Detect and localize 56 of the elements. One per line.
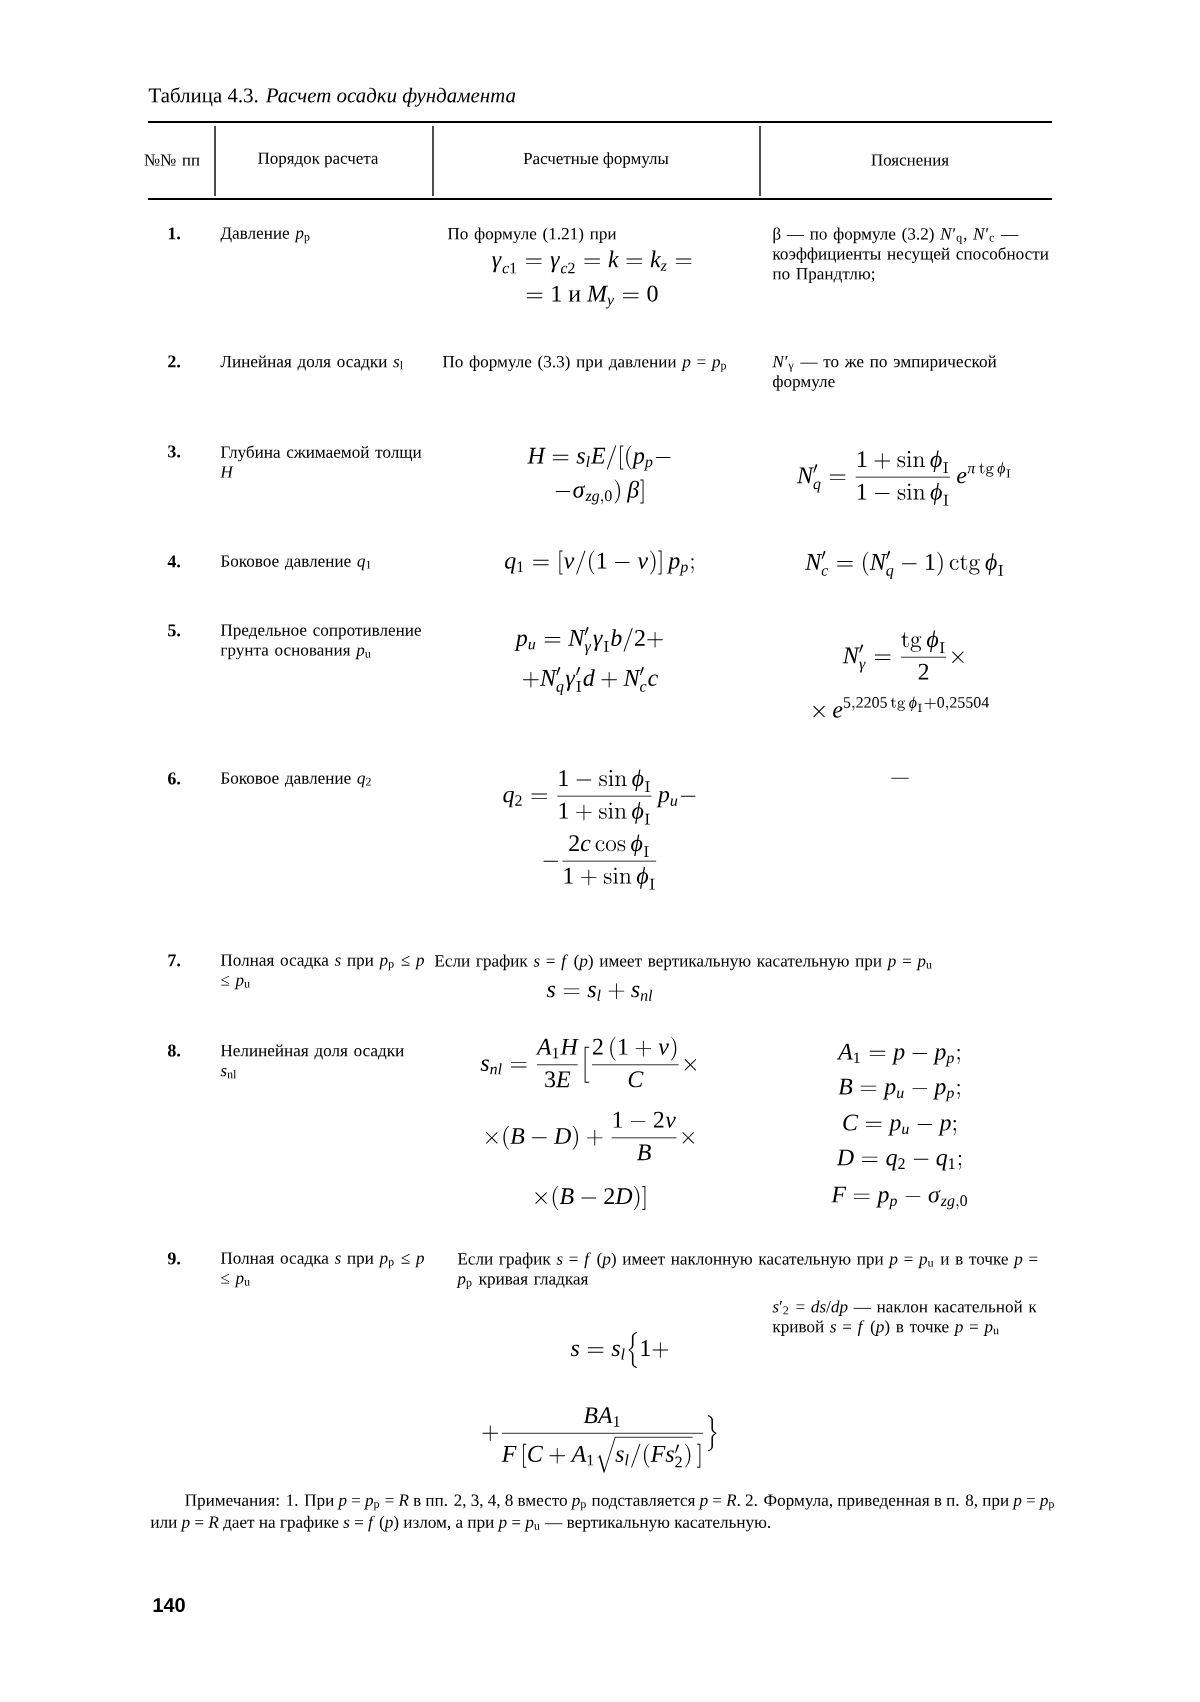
- cell-text: Боковое давление q$_{2}$: [220, 772, 371, 788]
- row-number: 4.: [167, 555, 181, 568]
- cell-text: Линейная доля осадки s$_{l}$: [220, 355, 403, 371]
- formula: $\gamma_{c1}=\gamma_{c2}=k=k_z=$: [492, 250, 692, 274]
- formula: $\times\, e^{5{,}2205\,\mathrm{tg}\,\varphi_{\rm I}+0{,}25504}$: [813, 696, 989, 718]
- page-number: 140: [153, 1597, 185, 1613]
- cell-text: Полная осадка s при p$_{p}$ ≤ p ≤ p$_{u}$: [220, 1252, 424, 1288]
- cell-text: Давление p$_{p}$: [220, 227, 310, 244]
- column-header: Порядок расчета: [258, 152, 379, 168]
- formula: $H=s_lE/[(p_p-$: [527, 445, 671, 471]
- cell-text: Предельное сопротивление грунта основания p$_{u}$: [220, 624, 421, 660]
- cell-text: N′$_{γ}$ — то же по эмпирической формуле: [772, 355, 997, 391]
- cell-text: По формуле (3.3) при давлении p = p$_{p}$: [442, 355, 727, 372]
- formula: $-\sigma_{zg,0})\,\beta]$: [555, 479, 644, 505]
- note-text: Примечания: 1. При p = p$_{p}$ = R в пп. 2, 3, 4, 8 вместо p$_{p}$ подставляется p = R. 2. Формула, приведенная в п. 8, при p = p$_{p}$ или p = R дает на графике s = f (p) излом, а при p = p$_{u}$ — вертикальную касательную.: [150, 1494, 1054, 1532]
- row-number: 9.: [167, 1252, 181, 1265]
- formula: $q_2=\frac{1-\sin\varphi_{\rm I}}{1+\sin\varphi_{\rm I}}\,p_u-$: [503, 769, 696, 825]
- cell-text: Боковое давление q$_{1}$: [220, 555, 371, 571]
- formula: $\times(B-D)+\frac{1-2\nu}{B}\times$: [486, 1111, 694, 1161]
- formula: $N'_c=(N'_q-1)\,\mathrm{ctg}\,\varphi_{\rm I}$: [805, 550, 1004, 580]
- row-number: 6.: [168, 772, 181, 785]
- table-title: Таблица 4.3. Расчет осадки фундамента: [148, 87, 516, 107]
- formula: $-\frac{2c\cos\varphi_{\rm I}}{1+\sin\varphi_{\rm I}}$: [543, 834, 657, 890]
- formula: $N'_q=\frac{1+\sin\varphi_{\rm I}}{1-\sin\varphi_{\rm I}}\,e^{\pi\,\mathrm{tg}\,\varphi_{\rm I}}$: [796, 450, 1011, 506]
- row-number: 7.: [168, 954, 181, 967]
- cell-text: Полная осадка s при p$_{p}$ ≤ p ≤ p$_{u}$: [220, 954, 424, 990]
- formula: $\times(B-2D)]$: [535, 1186, 646, 1210]
- cell-text: s′$_{2}$ = ds/dp — наклон касательной к кривой s = f (p) в точке p = p$_{u}$: [772, 1300, 1037, 1336]
- formula: $+\frac{BA_1}{F\,[C+A_1\sqrt{s_l/(Fs'_2)}\,]}\Bigr\}$: [482, 1407, 717, 1473]
- column-header: №№ пп: [144, 154, 200, 166]
- row-number: 3.: [168, 445, 181, 458]
- formula: $s=s_l+s_{nl}$: [546, 983, 653, 1001]
- formula: $F=p_p-\sigma_{zg,0}$: [831, 1186, 968, 1210]
- cell-text: β — по формуле (3.2) N′$_{q}$, N′$_{c}$ — коэффициенты несущей способности по Прандтлю;: [772, 227, 1049, 283]
- column-header: Расчетные формулы: [523, 152, 669, 168]
- row-number: 1.: [168, 227, 181, 240]
- formula: $C=p_u-p;$: [843, 1114, 956, 1136]
- formula: $p_u=N'_\gamma\gamma_{\rm I}b/2+$: [514, 626, 663, 656]
- formula: $q_1=[\nu/(1-\nu)]\,p_p;$: [505, 550, 694, 576]
- formula: $s=s_l\Bigl\{1+$: [570, 1332, 669, 1368]
- column-header: Пояснения: [871, 154, 949, 166]
- cell-text: По формуле (1.21) при: [447, 227, 617, 243]
- formula: $N'_\gamma=\frac{\mathrm{tg}\,\varphi_{\rm I}}{2}\times$: [842, 630, 964, 680]
- formula: $=1\ \mbox{и}\ M_y=0$: [526, 285, 658, 309]
- formula: $s_{nl}=\frac{A_1H}{3E}\Bigl[\frac{2\,(1+\nu)}{C}\times$: [480, 1036, 697, 1088]
- formula: $D=q_2-q_1;$: [836, 1149, 962, 1171]
- row-number: 5.: [168, 624, 181, 637]
- formula: $+N'_q\gamma'_{\rm I}d+N'_cc$: [523, 666, 658, 696]
- cell-text: Глубина сжимаемой толщи H: [220, 445, 422, 478]
- row-number: 8.: [168, 1044, 181, 1057]
- row-number: 2.: [168, 355, 181, 368]
- cell-text: Нелинейная доля осадки s$_{nl}$: [220, 1044, 404, 1079]
- cell-text: Если график s = f (p) имеет вертикальную касательную при p = p$_{u}$: [434, 954, 932, 971]
- formula: $B=p_u-p_p;$: [838, 1078, 960, 1102]
- cell-text: —: [891, 777, 909, 779]
- formula: $A_1=p-p_p;$: [836, 1043, 960, 1067]
